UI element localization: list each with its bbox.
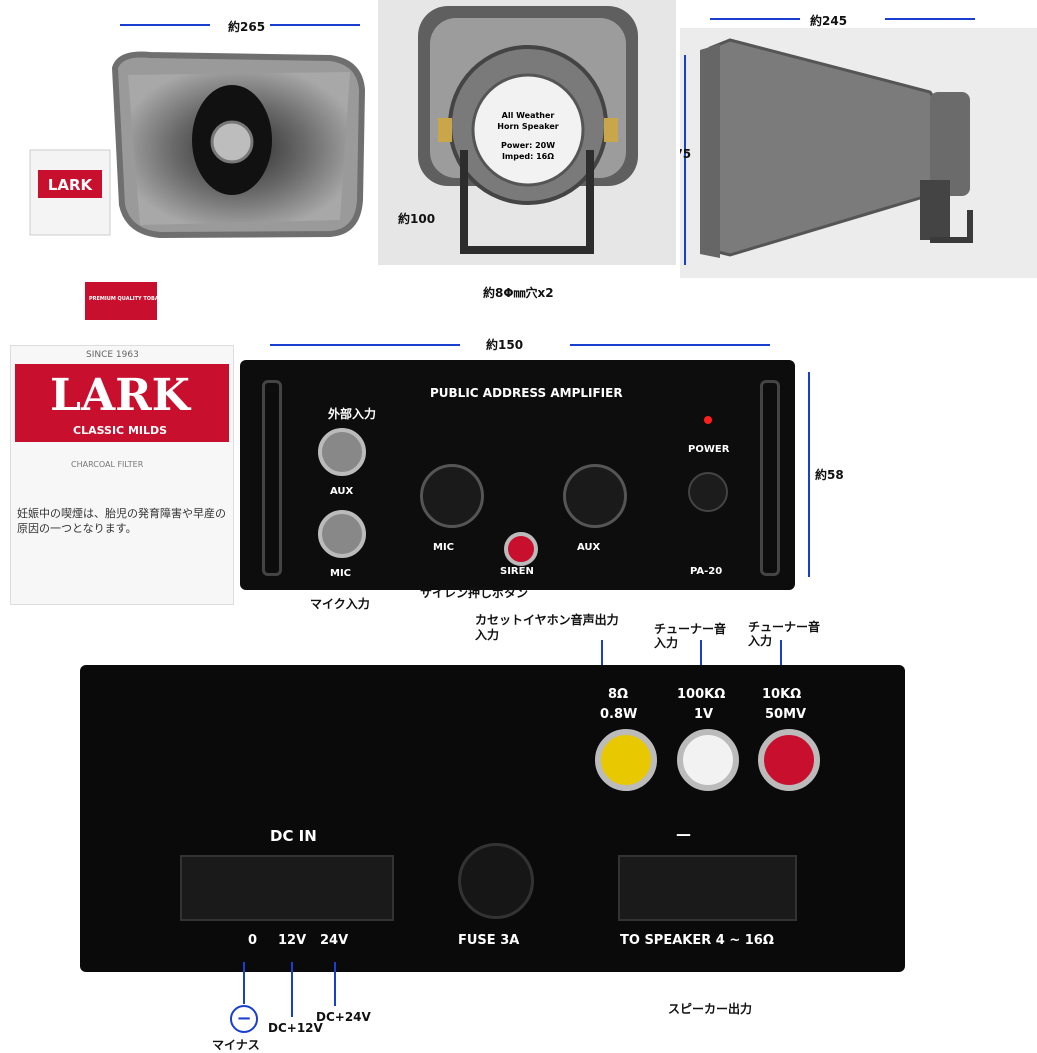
amp-title: PUBLIC ADDRESS AMPLIFIER: [430, 386, 623, 400]
rca1-jack[interactable]: [595, 729, 657, 791]
mount-holes-label: 約8Φ㎜穴x2: [483, 286, 554, 300]
rca3-top: 10KΩ: [762, 687, 802, 702]
horn-side-image: [680, 28, 1037, 278]
power-led: [704, 416, 712, 424]
rca1-top: 8Ω: [608, 687, 629, 702]
terminal-0: 0: [248, 933, 258, 948]
lark-warning: 妊娠中の喫煙は、胎児の発育障害や早産の原因の一つとなります。: [17, 507, 226, 535]
speaker-label-line3: Power: 20W: [501, 141, 555, 150]
arrow-up-12v: [291, 962, 293, 1017]
lark-sub: CLASSIC MILDS: [73, 424, 168, 437]
lark-small-pack: PREMIUM QUALITY TOBACCOS: [85, 282, 174, 320]
terminal-24v: 24V: [320, 933, 349, 948]
mic-knob-label: MIC: [433, 542, 455, 553]
model-label: PA-20: [690, 566, 723, 577]
tuner1-label2: 入力: [654, 636, 679, 650]
rca1-bottom: 0.8W: [600, 707, 638, 722]
speaker-out-label: TO SPEAKER 4 ~ 16Ω: [620, 933, 774, 948]
small-lark-brand: LARK: [48, 176, 94, 194]
arrow-down-rca1: [601, 640, 603, 678]
rca2-jack[interactable]: [677, 729, 739, 791]
front-handle-right: [760, 380, 780, 576]
amp-back-body: 8Ω 0.8W 100KΩ 1V 10KΩ 50MV DC IN 0 12V 2…: [80, 665, 905, 972]
siren-note-label: サイレン押しボタン: [420, 586, 529, 600]
cassette-out-label2: 入力: [475, 628, 500, 642]
power-label: POWER: [688, 444, 730, 455]
minus-circle: −: [230, 1005, 258, 1033]
lark-filter: CHARCOAL FILTER: [71, 460, 144, 469]
width-245-label: 約245: [810, 14, 848, 28]
aux-jack-label: AUX: [330, 486, 354, 497]
speaker-note-label: スピーカー出力: [668, 1002, 753, 1016]
width-265-label: 約265: [228, 20, 266, 34]
rca2-bottom: 1V: [694, 707, 714, 722]
mic-knob[interactable]: [420, 464, 484, 528]
speaker-label-line4: Imped: 16Ω: [502, 152, 554, 161]
arrow-right-265: [270, 24, 360, 26]
tuner1-label: チューナー音: [654, 622, 727, 636]
minus-label: マイナス: [212, 1038, 260, 1052]
tuner2-label2: 入力: [748, 634, 773, 648]
arrow-vertical-175: [684, 55, 686, 265]
arrow-vertical-58: [808, 372, 810, 577]
lark-brand: LARK: [50, 370, 190, 421]
speaker-minus-dash: —: [676, 825, 691, 843]
dc24-label: DC+24V: [316, 1010, 371, 1024]
front-handle-left: [262, 380, 282, 576]
speaker-label-line2: Horn Speaker: [497, 122, 558, 131]
arrow-down-rca3: [780, 640, 782, 678]
power-button[interactable]: [688, 472, 728, 512]
arrow-left-150: [270, 344, 460, 346]
dc-terminal-block[interactable]: [180, 855, 394, 921]
height-58-label: 約58: [815, 468, 844, 482]
fuse-holder[interactable]: [458, 843, 534, 919]
cassette-out-label: カセットイヤホン音声出力: [475, 613, 619, 627]
height-175-label: 約175: [680, 147, 692, 161]
tuner2-label: チューナー音: [748, 620, 821, 634]
width-150-label: 約150: [486, 338, 524, 352]
arrow-up-0: [243, 962, 245, 1004]
aux-knob[interactable]: [563, 464, 627, 528]
lark-since: SINCE 1963: [86, 350, 139, 360]
amp-front-body: PUBLIC ADDRESS AMPLIFIER 外部入力 AUX MIC MI…: [240, 360, 795, 590]
arrow-left-265: [120, 24, 210, 26]
horn-front-image: LARK: [29, 51, 366, 239]
mic-jack[interactable]: [318, 510, 366, 558]
dc12-label: DC+12V: [268, 1021, 323, 1035]
siren-button[interactable]: [504, 532, 538, 566]
rca3-bottom: 50MV: [765, 707, 807, 722]
mic-input-label: マイク入力: [310, 597, 370, 611]
arrow-down-rca2: [700, 640, 702, 678]
dc-in-label: DC IN: [270, 827, 317, 845]
mic-jack-label: MIC: [330, 568, 352, 579]
lark-red-band: LARK CLASSIC MILDS: [15, 364, 229, 442]
horn-back-image: All Weather Horn Speaker Power: 20W Impe…: [418, 6, 638, 254]
lark-small-tagline: PREMIUM QUALITY TOBACCOS: [89, 296, 174, 302]
siren-label: SIREN: [500, 566, 534, 577]
arrow-up-24v: [334, 962, 336, 1006]
aux-jack[interactable]: [318, 428, 366, 476]
bracket-width-label: 約100: [398, 212, 436, 226]
lark-pack: SINCE 1963 LARK CLASSIC MILDS CHARCOAL F…: [10, 345, 234, 605]
rca2-top: 100KΩ: [677, 687, 726, 702]
horn-back-photo: All Weather Horn Speaker Power: 20W Impe…: [378, 0, 676, 265]
speaker-label-line1: All Weather: [502, 111, 555, 120]
aux-knob-label: AUX: [577, 542, 601, 553]
rca3-jack[interactable]: [758, 729, 820, 791]
terminal-12v: 12V: [278, 933, 307, 948]
arrow-left-245: [710, 18, 800, 20]
speaker-terminal-block[interactable]: [618, 855, 797, 921]
arrow-right-245: [885, 18, 975, 20]
ext-input-label: 外部入力: [328, 407, 377, 421]
arrow-right-150: [570, 344, 770, 346]
horn-side-photo: 約245 約175: [680, 0, 1037, 278]
fuse-label: FUSE 3A: [458, 933, 520, 948]
horn-front-photo: LARK 約265: [0, 0, 376, 262]
